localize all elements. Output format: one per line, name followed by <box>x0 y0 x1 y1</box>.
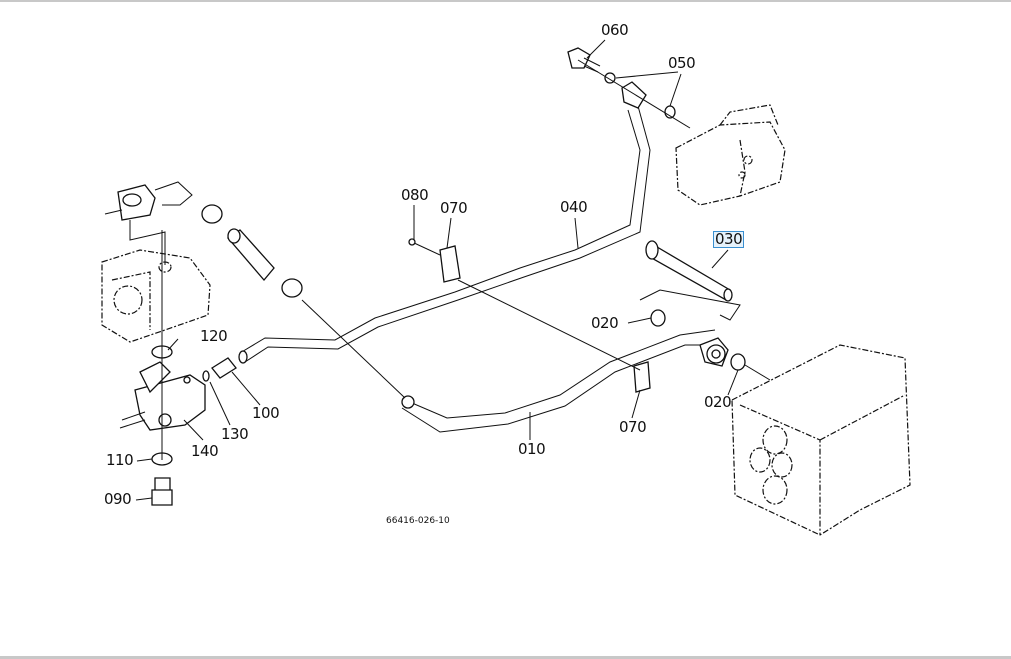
transmission-housing <box>731 344 911 536</box>
callout-020-upper[interactable]: 020 <box>591 314 619 332</box>
part-020-oring-a[interactable] <box>650 309 666 327</box>
callout-100[interactable]: 100 <box>252 404 280 422</box>
callout-130[interactable]: 130 <box>221 425 249 443</box>
leader-lines <box>135 39 771 501</box>
hose-assembly <box>104 181 303 298</box>
part-130-oring[interactable] <box>202 370 210 382</box>
part-090-plug[interactable] <box>151 477 173 506</box>
callout-120[interactable]: 120 <box>200 327 228 345</box>
pipe-040[interactable] <box>238 105 651 364</box>
callout-090[interactable]: 090 <box>104 490 132 508</box>
banjo-fitting <box>699 337 729 367</box>
figure-code: 66416-026-10 <box>386 516 450 526</box>
part-030-bolt[interactable] <box>639 240 741 321</box>
part-020-oring-b[interactable] <box>730 353 746 371</box>
top-border <box>0 0 1011 2</box>
callout-010[interactable]: 010 <box>518 440 546 458</box>
callout-050[interactable]: 050 <box>668 54 696 72</box>
hydraulic-pump <box>675 104 786 206</box>
bottom-border <box>0 656 1011 659</box>
clamp-070-lower[interactable] <box>633 361 651 393</box>
callout-060[interactable]: 060 <box>601 21 629 39</box>
callout-040[interactable]: 040 <box>560 198 588 216</box>
part-100-fitting[interactable] <box>211 357 237 379</box>
top-banjo-assembly[interactable] <box>567 47 691 129</box>
callout-110[interactable]: 110 <box>106 451 134 469</box>
callout-140[interactable]: 140 <box>191 442 219 460</box>
callout-030-selected[interactable]: 030 <box>713 230 745 248</box>
callout-070-upper[interactable]: 070 <box>440 199 468 217</box>
left-pump-housing <box>101 249 211 343</box>
clamp-070-upper[interactable] <box>408 238 461 283</box>
pipe-010[interactable] <box>401 329 716 433</box>
callout-080[interactable]: 080 <box>401 186 429 204</box>
callout-070-lower[interactable]: 070 <box>619 418 647 436</box>
callout-020-lower[interactable]: 020 <box>704 393 732 411</box>
